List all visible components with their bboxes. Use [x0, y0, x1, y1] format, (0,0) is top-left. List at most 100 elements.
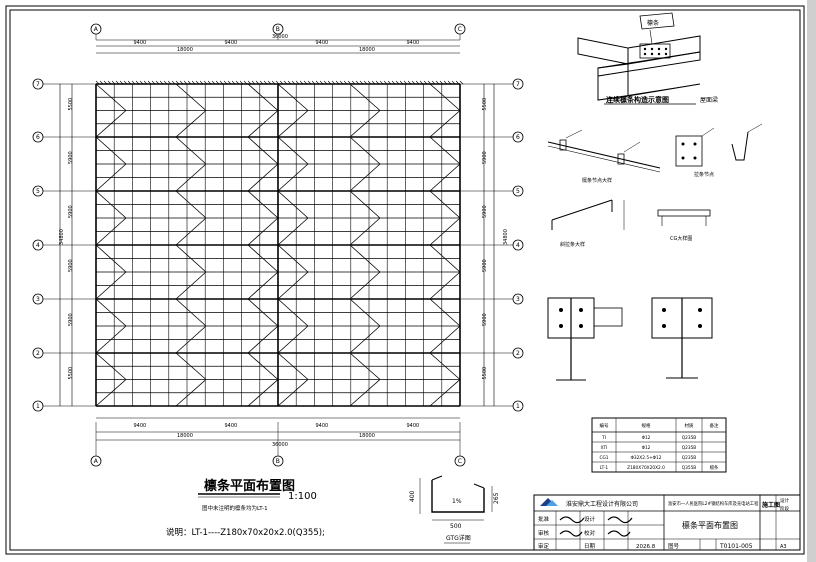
brace-line [429, 83, 461, 111]
brace-line [349, 244, 381, 273]
dim-right-segment: 5900 [482, 151, 488, 164]
schedule-cell: Q235B [682, 435, 697, 441]
brace-line [429, 190, 461, 219]
drawing-name: 檩条平面布置图 [682, 520, 738, 530]
roof-edge-tick [211, 80, 216, 85]
schedule-cell: Φ12 [642, 445, 651, 451]
role-review: 审核 [538, 529, 550, 537]
roof-edge-tick [203, 80, 208, 85]
schedule-cell: Q235B [682, 445, 697, 451]
roof-edge-tick [327, 80, 332, 85]
roof-edge-tick [331, 80, 336, 85]
plan-title: 檩条平面布置图 [204, 478, 295, 494]
brace-line [349, 136, 381, 165]
brace-line [175, 352, 207, 380]
brace-line [277, 325, 309, 354]
brace-line [349, 325, 381, 354]
project-name: 淮安市一人民医院L2#钢结构车库及充电站工程 [668, 500, 759, 507]
roof-edge-tick [207, 80, 212, 85]
roof-edge-tick [271, 80, 276, 85]
roof-edge-tick [127, 80, 132, 85]
grid-bubble-column [272, 455, 284, 467]
gtg-dim-width: 500 [450, 523, 462, 530]
roof-edge-tick [391, 80, 396, 85]
roof-edge-tick [303, 80, 308, 85]
brace-line [429, 271, 461, 300]
grid-bubble-row [512, 293, 524, 305]
grid-label-row: 7 [516, 81, 520, 88]
brace-line [175, 136, 207, 165]
roof-edge-tick [427, 80, 432, 85]
dim-left-segment: 5900 [68, 259, 74, 272]
brace-line [247, 110, 279, 138]
brace-line [95, 271, 127, 300]
roof-edge-tick [123, 80, 128, 85]
vertical-scrollbar[interactable] [807, 0, 816, 562]
grid-bubble-row [512, 400, 524, 412]
dim-left-segment: 5900 [68, 205, 74, 218]
roof-edge-tick [311, 80, 316, 85]
dim-bottom-segment: 9400 [316, 423, 329, 429]
dim-left-segment: 5900 [68, 313, 74, 326]
roof-edge-tick [107, 80, 112, 85]
grid-bubble-row [512, 185, 524, 197]
purlin-connection-detail: 檩条 屋面梁 连续檩条构造示意图 [577, 12, 718, 105]
brace-line [175, 271, 207, 300]
grid-label-row: 1 [516, 403, 520, 410]
brace-line [175, 244, 207, 273]
brace-line [349, 379, 381, 407]
brace-line [175, 379, 207, 407]
grid-bubble-row [512, 239, 524, 251]
drawing-no-label: 图号 [668, 542, 680, 550]
brace-line [95, 163, 127, 192]
dim-bottom-segment: 9400 [407, 423, 420, 429]
roof-edge-tick [379, 80, 384, 85]
roof-edge-tick [451, 80, 456, 85]
roof-edge-tick [411, 80, 416, 85]
roof-edge-tick [455, 80, 460, 85]
brace-line [247, 244, 279, 273]
roof-edge-tick [151, 80, 156, 85]
grid-label-row: 4 [516, 242, 520, 249]
detail-caption-1: 檩条节点大样 [582, 177, 612, 184]
roof-edge-tick [255, 80, 260, 85]
roof-edge-tick [103, 80, 108, 85]
grid-label-column: B [276, 458, 280, 465]
roof-edge-tick [419, 80, 424, 85]
grid-bubble-row [512, 78, 524, 90]
grid-label-row: 3 [516, 296, 520, 303]
brace-line [95, 379, 127, 407]
brace-line [429, 217, 461, 246]
roof-edge-tick [415, 80, 420, 85]
roof-edge-tick [407, 80, 412, 85]
roof-edge-tick [195, 80, 200, 85]
role-approve: 批准 [538, 515, 550, 523]
detail-caption-4: CG大样图 [670, 235, 692, 242]
drawing-no: T0101-005 [719, 543, 753, 550]
schedule-cell: Φ32X2.5+Φ12 [630, 455, 661, 461]
roof-edge-tick [251, 80, 256, 85]
roof-edge-tick [179, 80, 184, 85]
roof-edge-tick [147, 80, 152, 85]
brace-line [247, 83, 279, 111]
brace-line [95, 83, 127, 111]
grid-label-row: 7 [36, 81, 40, 88]
detail-label-beam: 屋面梁 [700, 96, 718, 104]
brace-line [277, 136, 309, 165]
brace-line [277, 298, 309, 327]
dim-bottom-span: 18000 [177, 433, 193, 439]
brace-line [429, 110, 461, 138]
roof-edge-tick [175, 80, 180, 85]
dim-right-segment: 5900 [482, 259, 488, 272]
brace-line [95, 298, 127, 327]
grid-label-column: C [458, 26, 462, 33]
grid-label-row: 2 [36, 350, 40, 357]
dim-top-segment: 9400 [134, 40, 147, 46]
grid-label-column: A [94, 26, 99, 33]
grid-label-row: 4 [36, 242, 40, 249]
roof-edge-tick [351, 80, 356, 85]
grid-label-row: 1 [36, 403, 40, 410]
brace-line [95, 136, 127, 165]
brace-line [175, 190, 207, 219]
roof-edge-tick [287, 80, 292, 85]
